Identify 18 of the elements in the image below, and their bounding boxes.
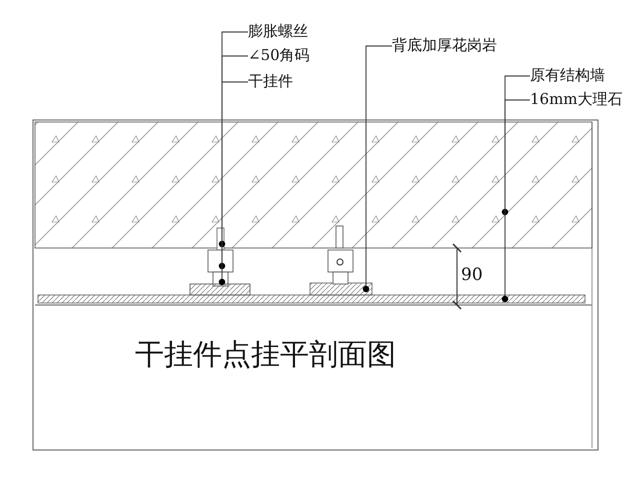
callout-label: ∠50角码 (248, 46, 310, 64)
marble-slab (38, 294, 586, 304)
callout-label: 16mm大理石 (530, 90, 623, 108)
leader-line (502, 100, 530, 302)
leader-line (502, 76, 530, 216)
callout-label: 干挂件 (248, 72, 293, 90)
callout-label: 背底加厚花岗岩 (392, 36, 497, 54)
callout-label: 原有结构墙 (530, 66, 605, 84)
drawing-title: 干挂件点挂平剖面图 (135, 336, 396, 372)
leader-line (218, 56, 248, 270)
granite-backing-pad (310, 282, 372, 296)
concrete-wall (34, 122, 592, 248)
leader-line (362, 46, 392, 292)
callout-label: 膨胀螺丝 (248, 22, 308, 40)
dimension-value: 90 (461, 266, 483, 284)
angle-bracket (208, 250, 234, 272)
leader-line (218, 32, 248, 248)
leader-line (218, 82, 248, 286)
